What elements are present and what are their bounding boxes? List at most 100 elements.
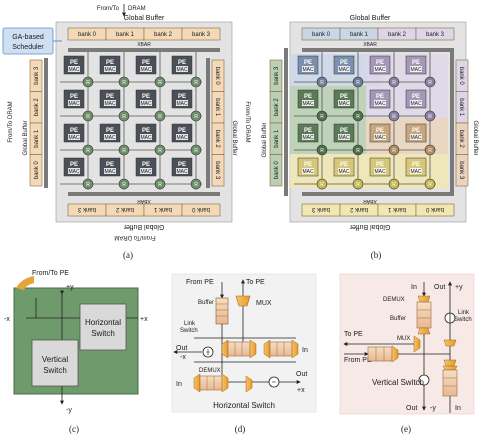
- horizontal-switch-label-1: Horizontal: [85, 318, 121, 327]
- global-buffer-label-bottom: Global Buffer: [123, 223, 164, 230]
- global-buffer-label-bottom-b: Global Buffer: [349, 223, 390, 230]
- pe-label: PE: [70, 162, 78, 168]
- a-right-bank-3: [211, 154, 225, 187]
- panel-e: In Out +y DEMUX Buffer Link Switch MUX T…: [339, 273, 475, 434]
- router-2-0: [82, 144, 94, 156]
- pe-label: PE: [340, 60, 348, 66]
- router-label: R: [320, 114, 324, 120]
- b-bottom-bank-label-1: bank 2: [349, 206, 368, 212]
- from-pe-label-d: From PE: [186, 279, 214, 286]
- router-0-3: [424, 76, 436, 88]
- pe-label: PE: [142, 94, 150, 100]
- router-3-1: [118, 178, 130, 190]
- b-right-bank-3: [455, 154, 469, 187]
- router-label: R: [392, 148, 396, 154]
- router-3-0: [82, 178, 94, 190]
- vertical-switch-box: [31, 339, 79, 387]
- router-label: R: [158, 80, 162, 86]
- global-buffer-label-right: Global Buffer: [231, 121, 237, 156]
- link-switch-label-e-2: Switch: [454, 317, 472, 323]
- mac-label: MAC: [410, 169, 422, 175]
- link-switch-label-d-2: Switch: [180, 328, 198, 334]
- router-label: R: [158, 148, 162, 154]
- xbar-label-bottom-b: XBAR: [363, 198, 377, 204]
- mux-lower-d: [245, 375, 253, 393]
- mac-label: MAC: [68, 101, 80, 107]
- mac-label: MAC: [104, 67, 116, 73]
- dram-label-right: From/To DRAM: [244, 101, 250, 142]
- router-0-1: [352, 76, 364, 88]
- router-0-2: [388, 76, 400, 88]
- router-3-2: [154, 178, 166, 190]
- a-bottom-bank-label-2: bank 1: [153, 206, 172, 212]
- mac-label: MAC: [104, 169, 116, 175]
- mac-label: MAC: [176, 67, 188, 73]
- mux-e: [413, 335, 421, 353]
- a-left-bank-3: [29, 154, 43, 187]
- fifo-lower-d: [193, 373, 229, 393]
- to-pe-label-d: To PE: [246, 279, 265, 286]
- minus-y-label: -y: [66, 407, 72, 414]
- b-left-bank-label-0: bank 3: [274, 66, 280, 85]
- caption-e: (e): [401, 424, 411, 434]
- router-0-0: [82, 76, 94, 88]
- buffer-lower-e: [442, 365, 458, 397]
- router-label: R: [194, 80, 198, 86]
- pe-label: PE: [70, 94, 78, 100]
- b-top-bank-label-1: bank 1: [350, 32, 369, 38]
- pe-label: PE: [412, 162, 420, 168]
- dram-label-left: From/To DRAM: [8, 101, 14, 142]
- mac-label: MAC: [302, 67, 314, 73]
- pe-label: PE: [106, 128, 114, 134]
- router-1-0: [316, 110, 328, 122]
- router-label: R: [86, 182, 90, 188]
- pe-label: PE: [70, 128, 78, 134]
- mac-label: MAC: [302, 135, 314, 141]
- router-label: R: [428, 114, 432, 120]
- a-top-bank-label-1: bank 1: [116, 32, 135, 38]
- panel-a-background: [55, 21, 233, 223]
- router-label: R: [122, 114, 126, 120]
- b-left-bank-label-1: bank 2: [274, 98, 280, 117]
- a-right-bank-label-3: bank 3: [214, 161, 220, 180]
- pe-label: PE: [376, 60, 384, 66]
- b-bottom-bank-3: [415, 203, 455, 217]
- horizontal-switch-title: Horizontal Switch: [213, 401, 275, 410]
- router-1-3: [424, 110, 436, 122]
- a-bottom-bank-label-1: bank 2: [115, 206, 134, 212]
- router-label: R: [356, 80, 360, 86]
- global-buffer-label-top: Global Buffer: [124, 15, 165, 22]
- b-top-bank-label-2: bank 2: [388, 32, 407, 38]
- out-minus-x-label-d: Out: [176, 345, 187, 352]
- a-bottom-bank-label-3: bank 0: [191, 206, 210, 212]
- xbar-label-top-b: XBAR: [363, 42, 377, 48]
- router-3-1: [352, 178, 364, 190]
- pe-label: PE: [340, 128, 348, 134]
- pe-label: PE: [412, 128, 420, 134]
- mac-label: MAC: [338, 169, 350, 175]
- pe-label: PE: [178, 94, 186, 100]
- router-label: R: [194, 114, 198, 120]
- pe-grid-b: PEMACRPEMACRPEMACRPEMACRPEMACRPEMACRPEMA…: [294, 52, 436, 190]
- mac-label: MAC: [410, 101, 422, 107]
- router-label: R: [122, 80, 126, 86]
- router-label: R: [158, 114, 162, 120]
- pe-label: PE: [178, 162, 186, 168]
- from-to-label-top: From/To: [97, 6, 120, 12]
- from-to-pe-label: From/To PE: [32, 270, 69, 277]
- router-label: R: [356, 182, 360, 188]
- b-left-bank-label-2: bank 1: [274, 129, 280, 148]
- a-top-bank-label-2: bank 2: [154, 32, 173, 38]
- router-label: R: [392, 182, 396, 188]
- caption-b: (b): [371, 250, 382, 260]
- caption-d: (d): [235, 424, 246, 434]
- pe-label: PE: [340, 94, 348, 100]
- mac-label: MAC: [104, 135, 116, 141]
- buffer-label-e: Buffer: [390, 316, 406, 322]
- in-label-bottom-e: In: [455, 405, 461, 412]
- global-buffer-label-left-b: Global Buffer: [262, 123, 268, 158]
